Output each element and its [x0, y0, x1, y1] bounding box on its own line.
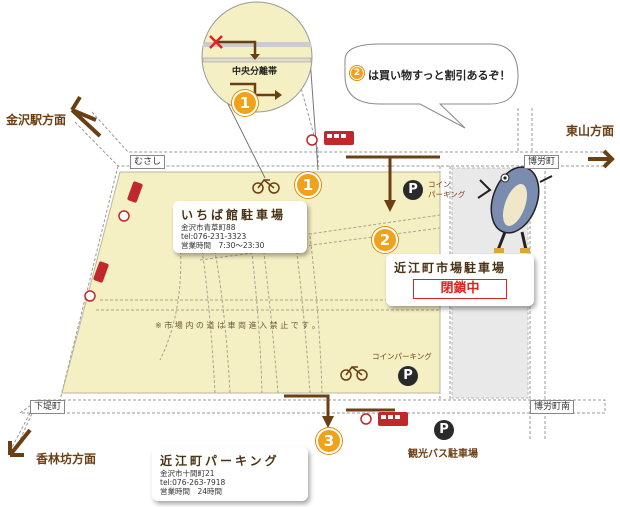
coin-parking-ne-line1: コイン [428, 180, 451, 189]
parking-2-badge: 2 [372, 227, 398, 253]
road-west [59, 165, 119, 401]
coin-parking-ne-line2: パーキング [428, 190, 466, 199]
road-higashiyama [517, 108, 533, 152]
coin-parking-ne-p-icon: P [403, 180, 423, 200]
direction-korinbo: 香林坊方面 [36, 452, 97, 466]
road-south [18, 399, 606, 414]
road-southwest [7, 412, 31, 456]
street-hakuromachi-minami: 博労町南 [530, 400, 575, 414]
parking-3-badge: 3 [316, 428, 342, 454]
bus-stop-icon [84, 134, 372, 425]
parking-1-hours: 営業時間 7:30〜23:30 [181, 241, 265, 250]
direction-kanazawa-station: 金沢駅方面 [6, 113, 67, 127]
parking-3-name: 近江町パーキング [160, 454, 280, 468]
entry-arrow-3-icon [284, 394, 330, 424]
parking-3-card: 近江町パーキング 金沢市十間町21 tel:076-263-7918 営業時間 … [152, 447, 308, 501]
parking-2-card: 近江町市場駐車場 閉鎖中 [386, 254, 534, 306]
bus-parking-p-icon: P [434, 420, 454, 440]
road-north-east [440, 151, 606, 167]
market-note: ※ 市 場 内 の 道 は 車 両 進 入 禁 止 で す 。 [155, 321, 320, 330]
arrow-kanazawa-station-icon [70, 95, 102, 138]
parking-2-closed-status: 閉鎖中 [413, 279, 507, 299]
arrow-korinbo-icon [8, 428, 32, 457]
market-area [61, 171, 441, 394]
direction-higashiyama: 東山方面 [566, 124, 615, 138]
parking-1-card: いちば館駐車場 金沢市青草町88 tel:076-231-3323 営業時間 7… [173, 201, 307, 253]
bus-parking-label: 観光バス駐車場 [408, 449, 478, 460]
zoom-route-arrow [215, 40, 257, 58]
no-entry-x-icon [209, 35, 223, 49]
parking-1-address: 金沢市青草町88 [181, 223, 236, 232]
bicycle-icon [252, 178, 368, 381]
parking-3-hours: 営業時間 24時間 [160, 487, 223, 496]
parking-3-tel: tel:076-263-7918 [160, 478, 226, 487]
zoom-badge-1: 1 [232, 90, 258, 116]
parking-1-tel: tel:076-231-3323 [181, 232, 247, 241]
street-shimotsutsumi: 下堤町 [30, 400, 66, 414]
coin-parking-se-label: コインパーキング [372, 352, 432, 361]
speech-bubble [344, 43, 519, 129]
callout-badge: 2 [350, 66, 364, 80]
parking-1-badge: 1 [295, 172, 321, 198]
street-hakuromachi: 博労町 [524, 155, 560, 169]
parking-2-name: 近江町市場駐車場 [394, 261, 507, 275]
callout-text: は買い物すっと割引あるぞ！ [368, 69, 511, 82]
median-label: 中央分離帯 [232, 67, 278, 77]
parking-3-address: 金沢市十間町21 [160, 469, 215, 478]
parking-1-name: いちば館駐車場 [181, 208, 287, 222]
arrow-higashiyama-icon [588, 149, 615, 169]
street-musashi: むさし [130, 155, 166, 169]
coin-parking-se-p-icon: P [398, 366, 418, 386]
